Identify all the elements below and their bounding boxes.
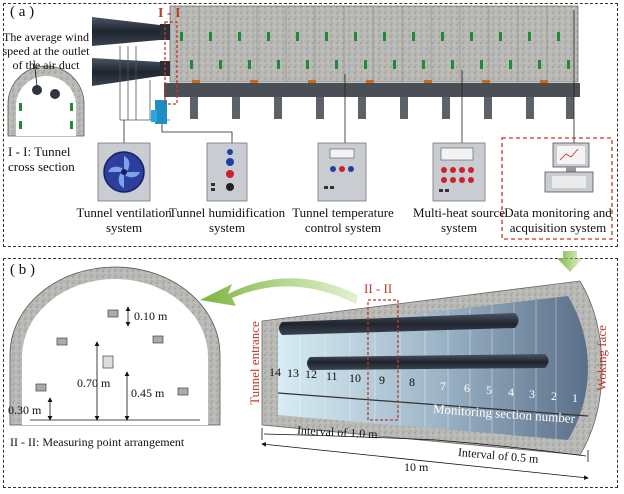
panel-b: [3, 258, 618, 488]
arrangement-label: II - II: Measuring point arrangement: [10, 435, 185, 449]
section-number: 13: [287, 366, 299, 380]
section-number: 4: [508, 385, 514, 399]
section-number: 12: [305, 367, 317, 381]
cross-section-ii: [9, 266, 221, 426]
section-number: 11: [326, 369, 338, 383]
section-i-label: I - I: [158, 6, 181, 21]
ventilation-device: [97, 142, 151, 202]
panel-b-label: ( b ): [10, 262, 35, 278]
section-number: 2: [551, 389, 557, 403]
data-acquisition-device: [501, 137, 613, 240]
section-number: 7: [440, 379, 446, 393]
down-arrow: [557, 251, 583, 272]
system-ventilation-label: Tunnel ventilation system: [76, 205, 172, 235]
system-temperature-label: Tunnel temperature control system: [292, 205, 394, 235]
multi-heat-device: [432, 142, 486, 202]
tunnel-entrance-label: Tunnel entrance: [246, 321, 262, 405]
wind-speed-note: The average wind speed at the outlet of …: [2, 30, 90, 72]
section-number: 14: [269, 365, 281, 379]
section-number: 5: [486, 383, 492, 397]
tunnel-model: [164, 5, 580, 119]
system-humidification-label: Tunnel humidification system: [168, 205, 286, 235]
interval-dimensions: [261, 428, 589, 480]
system-heat-label: Multi-heat source system: [412, 205, 506, 235]
curved-arrow: [200, 278, 358, 306]
section-number: 1: [572, 391, 578, 405]
tunnel-3d: [261, 280, 603, 456]
dim-top-label: 0.10 m: [134, 309, 168, 323]
dim-bottom-label: 0.30 m: [8, 403, 42, 417]
humidification-device: [206, 142, 248, 202]
section-i-frame: [164, 21, 178, 105]
section-number: 9: [379, 373, 385, 387]
total-length-label: 10 m: [404, 460, 429, 474]
air-ducts: [92, 17, 170, 124]
cross-section-i: [7, 59, 85, 137]
dim-right-label: 0.45 m: [131, 386, 165, 400]
dim-mid-label: 0.70 m: [77, 376, 111, 390]
connection-lines: [123, 10, 575, 150]
section-ii-label: II - II: [364, 281, 393, 296]
section-number: 8: [409, 375, 415, 389]
working-face-label: Woking face: [593, 325, 609, 391]
temperature-device: [317, 142, 367, 202]
panel-a: [3, 3, 618, 247]
cross-section-i-label: I - I: Tunnel cross section: [8, 144, 75, 174]
section-number: 6: [464, 381, 470, 395]
panel-a-label: ( a ): [10, 4, 35, 20]
system-data-label: Data monitoring and acquisition system: [504, 205, 612, 235]
section-number: 10: [349, 371, 361, 385]
section-number: 3: [529, 387, 535, 401]
